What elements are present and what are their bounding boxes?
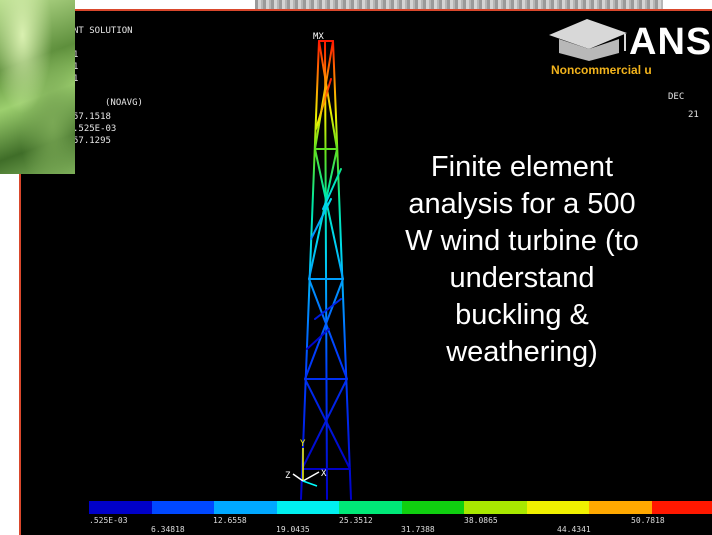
date-value: 21 (688, 110, 699, 120)
smxb-value: 57.1295 (73, 136, 111, 146)
legend-label-2: 6.34818 (151, 525, 185, 534)
legend-swatch-10 (651, 501, 712, 514)
legend-swatch-9 (589, 501, 652, 514)
z-axis-label: Z (285, 471, 291, 481)
legend-label-1: .525E-03 (89, 516, 128, 525)
contour-legend-bar (89, 501, 712, 514)
caption-text: Finite element analysis for a 500 W wind… (405, 151, 639, 368)
noavg-label: (NOAVG) (105, 98, 143, 108)
smn-value: .525E-03 (73, 124, 117, 134)
smx-value: 57.1518 (73, 112, 111, 122)
y-axis-label: Y (300, 439, 306, 449)
x-axis-label: X (321, 469, 327, 479)
legend-swatch-6 (401, 501, 464, 514)
graduation-cap-icon (549, 19, 627, 61)
legend-swatch-2 (151, 501, 214, 514)
header-line-3: 1 (73, 74, 79, 84)
legend-swatch-7 (464, 501, 527, 514)
date-label: DEC (668, 92, 685, 102)
logo-subtitle: Noncommercial u (551, 63, 652, 77)
tower-model: MX (300, 32, 352, 500)
plant-photo (0, 0, 75, 174)
legend-swatch-8 (526, 501, 589, 514)
legend-swatch-3 (214, 501, 277, 514)
legend-label-9: 50.7818 (631, 516, 665, 525)
axis-triad: Y X Z (285, 439, 327, 487)
legend-label-3: 12.6558 (213, 516, 247, 525)
legend-label-7: 38.0865 (464, 516, 498, 525)
legend-label-8: 44.4341 (557, 525, 591, 534)
legend-label-6: 31.7388 (401, 525, 435, 534)
legend-label-5: 25.3512 (339, 516, 373, 525)
solution-title: NT SOLUTION (73, 26, 133, 36)
fea-result-panel: NT SOLUTION 1 1 1 (NOAVG) 57.1518 .525E-… (19, 9, 712, 535)
legend-swatch-4 (276, 501, 339, 514)
logo-name: ANS (629, 21, 712, 63)
legend-label-4: 19.0435 (276, 525, 310, 534)
legend-swatch-5 (339, 501, 402, 514)
max-marker: MX (313, 32, 324, 42)
header-line-1: 1 (73, 50, 79, 60)
legend-swatch-1 (89, 501, 152, 514)
header-line-2: 1 (73, 62, 79, 72)
